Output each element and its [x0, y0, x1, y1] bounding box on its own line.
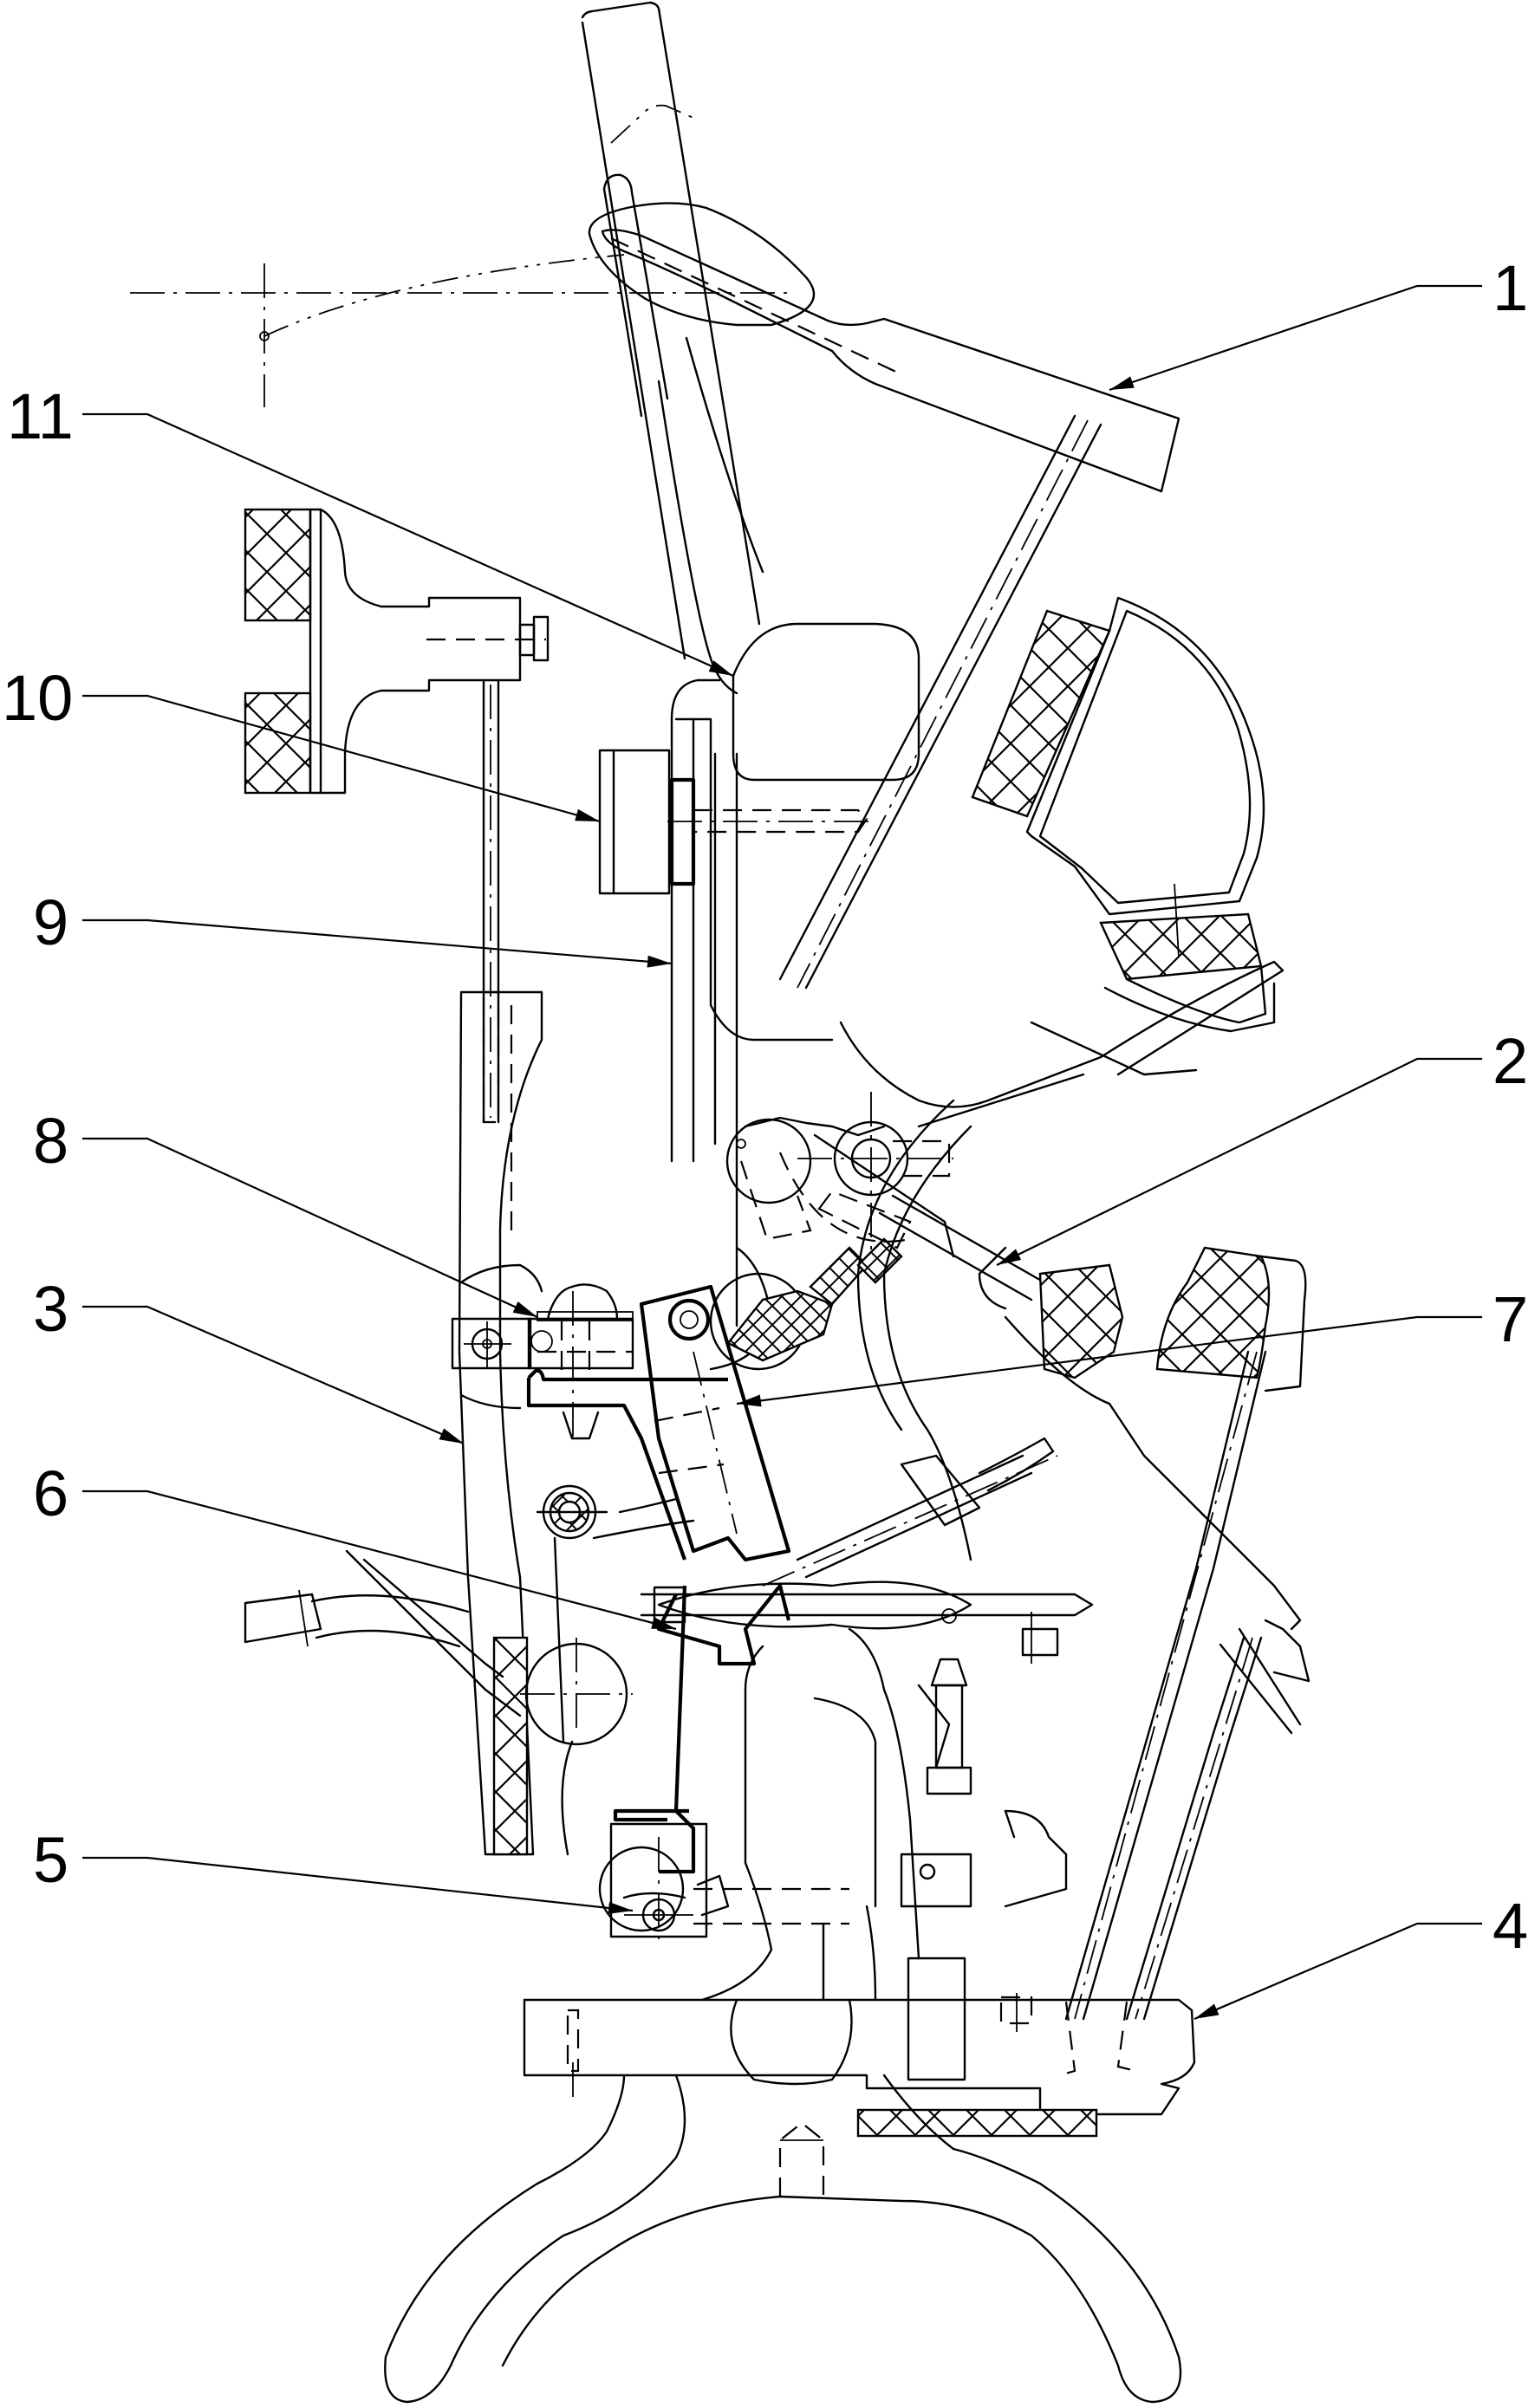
label-4: 4: [1493, 1890, 1528, 1962]
label-2: 2: [1493, 1025, 1528, 1097]
leader-9: [82, 918, 673, 968]
part-7-spring-rod: [640, 1237, 1094, 1630]
leader-6: [82, 1490, 677, 1631]
part-11-flange: [674, 622, 920, 1042]
part-5-regulating-lever: [244, 1484, 849, 1941]
label-7: 7: [1493, 1283, 1528, 1355]
leader-8: [82, 1137, 538, 1319]
label-3: 3: [33, 1273, 68, 1345]
leader-7: [736, 1315, 1482, 1407]
part-1-hammer-assembly: [130, 1, 1181, 990]
part-10-damper-block: [244, 508, 875, 1124]
label-6: 6: [33, 1457, 68, 1529]
part-9-rail: [670, 678, 738, 1327]
reference-labels: 1 2 7 4 11 10 9 8 3 6 5: [2, 252, 1528, 1962]
base-arch: [384, 2074, 1182, 2404]
part-4-key-frame: [523, 1627, 1196, 2138]
label-8: 8: [33, 1105, 68, 1177]
label-5: 5: [33, 1824, 68, 1896]
leader-4: [1194, 1922, 1482, 2021]
leader-5: [82, 1856, 634, 1914]
leader-2: [996, 1057, 1482, 1266]
part-3-sticker: [458, 990, 543, 1856]
leader-10: [82, 694, 601, 823]
leader-11: [82, 412, 734, 678]
part-2-repetition: [725, 960, 1302, 1631]
label-1: 1: [1493, 252, 1528, 324]
center-details: [917, 1608, 1059, 1795]
label-11: 11: [7, 380, 74, 452]
label-9: 9: [33, 886, 68, 958]
leader-1: [1109, 284, 1482, 392]
right-hammer-shank: [1064, 1246, 1311, 2021]
hammer-head: [971, 596, 1276, 1076]
leader-3: [82, 1305, 465, 1445]
label-10: 10: [2, 662, 73, 734]
leader-lines: [82, 284, 1482, 2021]
part-8-flange-bracket: [451, 1283, 728, 1561]
